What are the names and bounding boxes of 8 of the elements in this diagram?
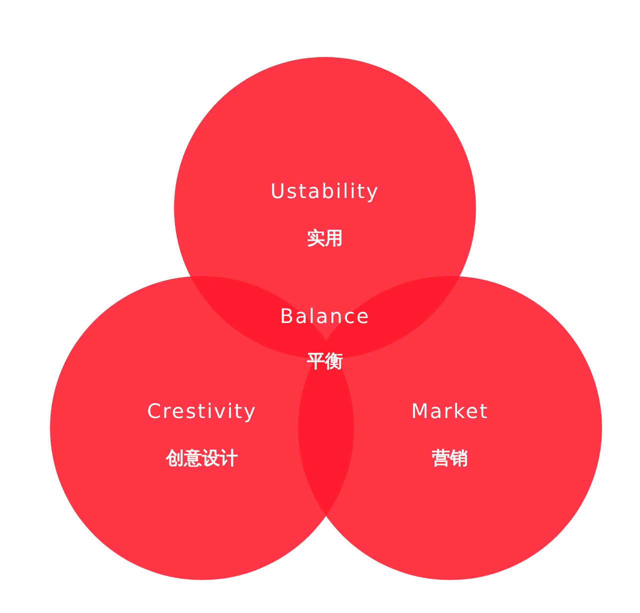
circle-title: Market — [410, 399, 490, 423]
circle-subtitle: 创意设计 — [164, 447, 239, 470]
overlap-title: Balance — [278, 304, 372, 328]
circle-subtitle: 营销 — [431, 447, 469, 470]
circle-title: Ustability — [269, 179, 381, 203]
overlap-subtitle: 平衡 — [306, 350, 344, 373]
circle-subtitle: 实用 — [306, 227, 344, 250]
circle-title: Crestivity — [146, 399, 258, 423]
